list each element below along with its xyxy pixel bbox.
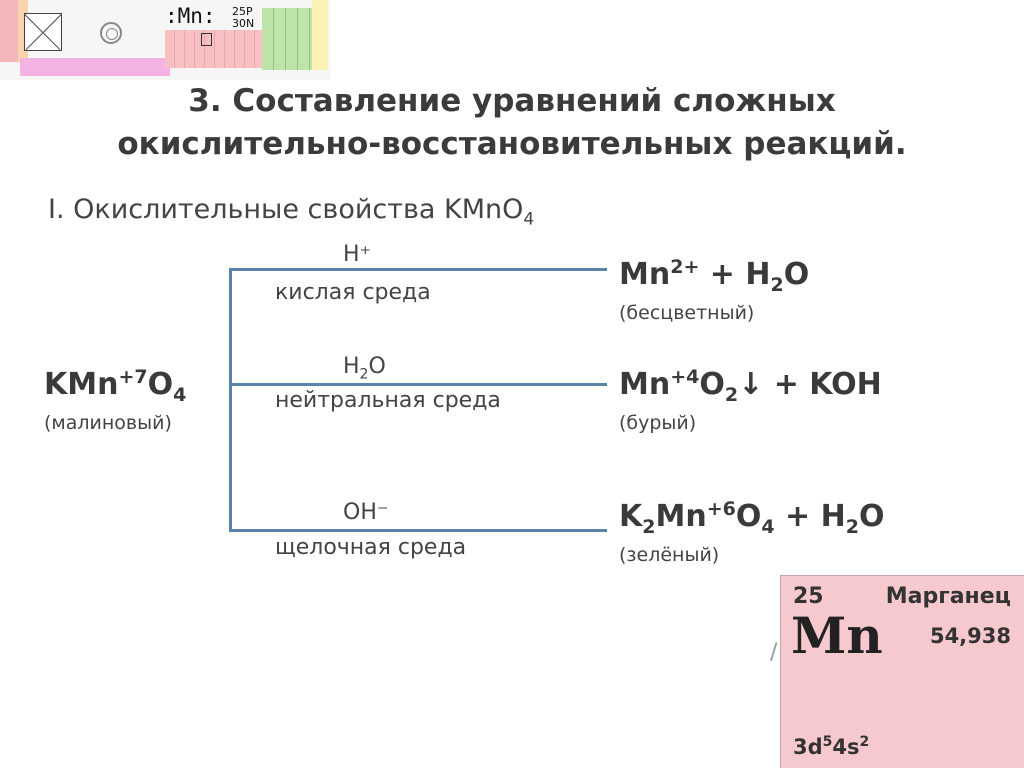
element-card: 25 Марганец Mn 54,938 3d54s2 bbox=[780, 575, 1024, 768]
color-alkaline: (зелёный) bbox=[619, 544, 720, 566]
branch-line-acid bbox=[229, 268, 607, 271]
slide-title: 3. Составление уравнений сложных окислит… bbox=[117, 83, 907, 162]
electron-configuration: 3d54s2 bbox=[793, 734, 870, 759]
medium-neutral: нейтральная среда bbox=[275, 388, 501, 413]
section-subtitle: I. Окислительные свойства KMnO4 bbox=[48, 194, 535, 230]
nucleus-composition: 25P 30N bbox=[232, 5, 255, 30]
color-acid: (бесцветный) bbox=[619, 302, 755, 324]
atomic-mass: 54,938 bbox=[929, 624, 1011, 648]
periodic-table-fragment bbox=[262, 8, 312, 70]
crystal-lattice-icon bbox=[24, 13, 62, 51]
branch-vertical-line bbox=[229, 270, 232, 532]
atom-orbital-icon bbox=[100, 22, 122, 44]
decorative-mark: / bbox=[770, 640, 778, 665]
branch-line-neutral bbox=[229, 383, 607, 386]
reagent-alkaline: OH⁻ bbox=[343, 500, 389, 525]
reagent-neutral: H2O bbox=[343, 354, 386, 383]
reactant-color: (малиновый) bbox=[44, 412, 172, 434]
box-icon bbox=[201, 33, 212, 46]
product-alkaline: K2Mn+6O4 + H2O bbox=[619, 498, 885, 538]
color-neutral: (бурый) bbox=[619, 412, 697, 434]
atomic-number: 25 bbox=[793, 584, 824, 609]
periodic-table-fragment bbox=[0, 0, 18, 62]
product-neutral: Mn+4O2↓ + KOH bbox=[619, 366, 882, 406]
medium-acid: кислая среда bbox=[275, 280, 431, 305]
periodic-table-fragment bbox=[312, 0, 328, 70]
element-symbol: Mn bbox=[791, 606, 883, 665]
header-image-strip: :Mn: 25P 30N bbox=[0, 0, 330, 80]
product-acid: Mn2+ + H2O bbox=[619, 256, 810, 296]
periodic-table-fragment bbox=[18, 0, 28, 62]
lewis-symbol: :Mn: bbox=[165, 4, 216, 28]
element-name: Марганец bbox=[885, 584, 1011, 609]
reagent-acid: H⁺ bbox=[343, 242, 372, 267]
periodic-table-fragment bbox=[20, 58, 170, 76]
branch-line-alkaline bbox=[229, 529, 607, 532]
medium-alkaline: щелочная среда bbox=[275, 535, 467, 560]
reactant-formula: KMn+7O4 bbox=[44, 366, 187, 406]
